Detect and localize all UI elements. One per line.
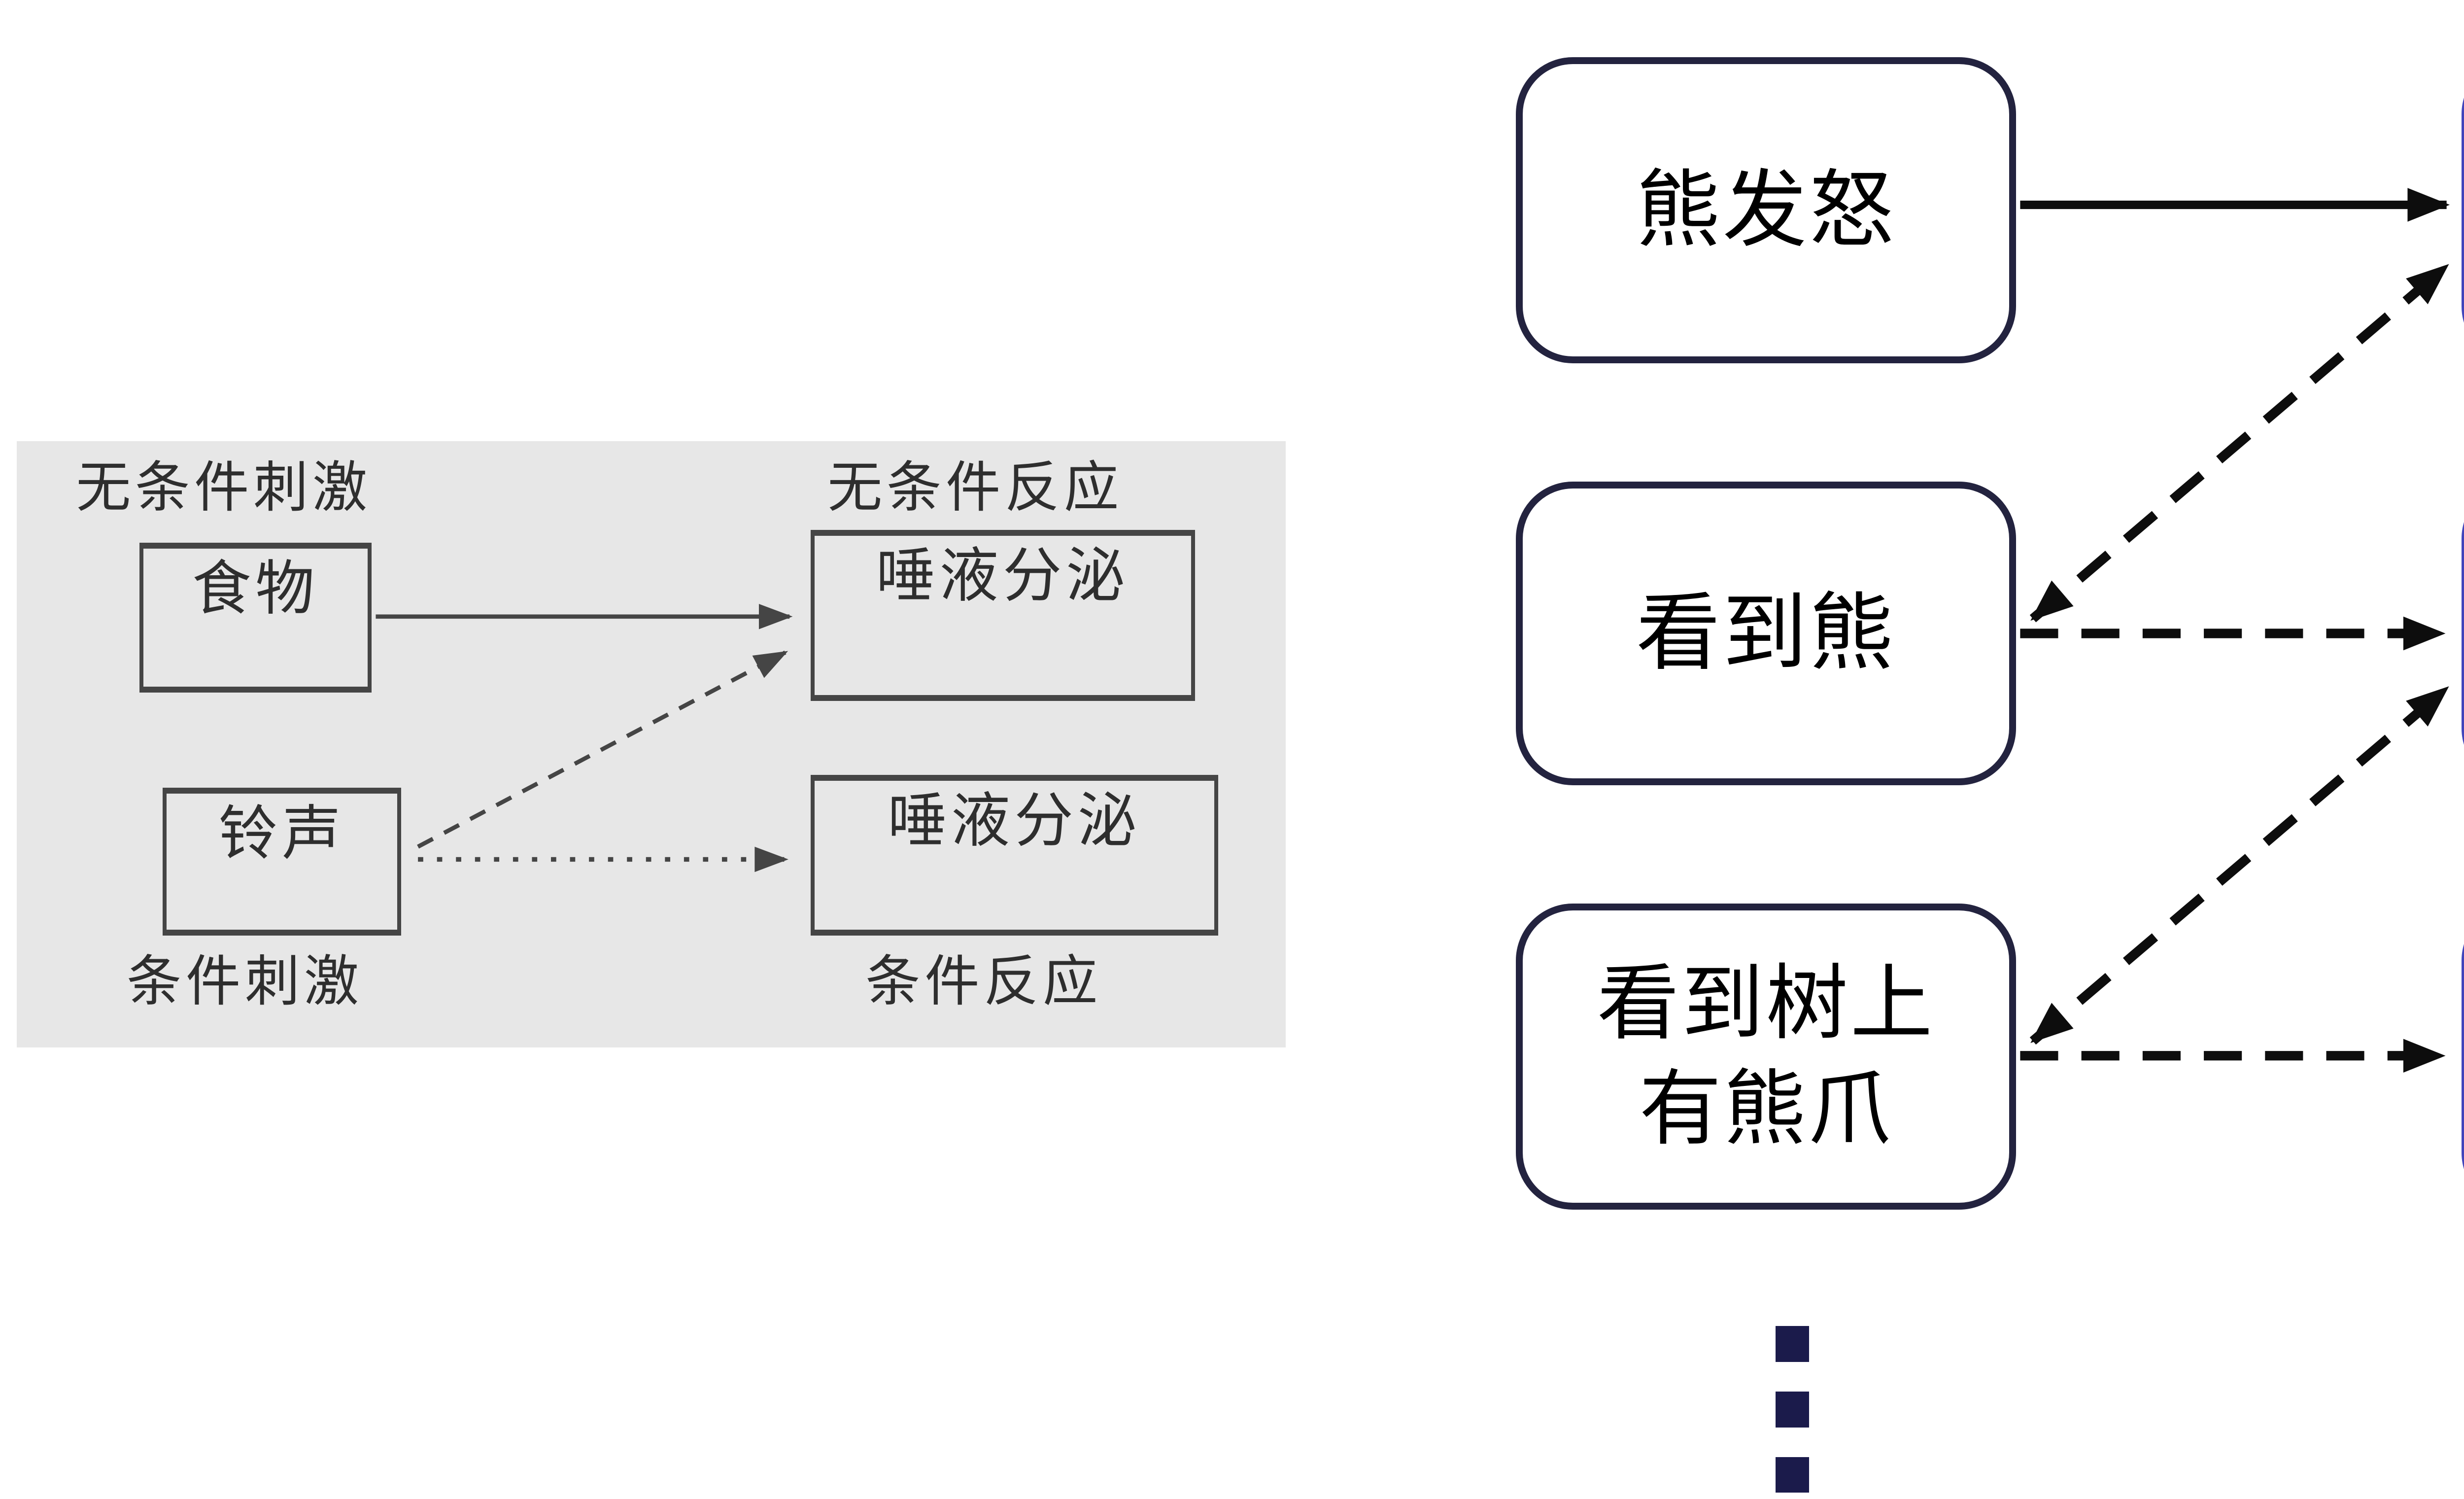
ellipsis-dot-states-3 [1775,1457,1810,1493]
node-bear-rage-label: 熊发怒 [1636,161,1896,259]
node-value-current-state: V(s) [2461,904,2464,1210]
node-see-claws-line1: 看到树上 [1597,956,1935,1052]
label-unconditioned-stimulus: 无条件刺激 [76,455,372,520]
box-salivation-top: 唾液分泌 [810,530,1195,701]
node-bear-rage: 熊发怒 [1515,57,2016,363]
node-see-claws: 看到树上 有熊爪 [1515,904,2016,1210]
label-conditioned-response: 条件反应 [865,950,1102,1014]
label-conditioned-stimulus: 条件刺激 [127,950,363,1014]
pavlov-panel: 无条件刺激 无条件反应 条件刺激 条件反应 食物 唾液分泌 铃声 唾液分泌 [17,441,1286,1047]
label-unconditioned-response: 无条件反应 [827,455,1123,520]
node-see-bear-label: 看到熊 [1636,584,1896,683]
box-food: 食物 [139,542,372,693]
arrow-see-claws-value-next-dashed-bidirectional [2029,685,2450,1045]
ellipsis-dot-states-2 [1775,1391,1810,1428]
ellipsis-dot-states-1 [1775,1326,1810,1362]
node-see-claws-line2: 有熊爪 [1639,1061,1893,1157]
box-bell: 铃声 [162,787,401,936]
box-salivation-bottom: 唾液分泌 [810,775,1218,936]
node-value-next-state: V(s′) [2461,481,2464,786]
arrow-see-bear-reward-dashed-bidirectional [2029,262,2450,623]
node-see-bear: 看到熊 [1515,481,2016,786]
node-reward: 奖励 [2461,57,2464,363]
